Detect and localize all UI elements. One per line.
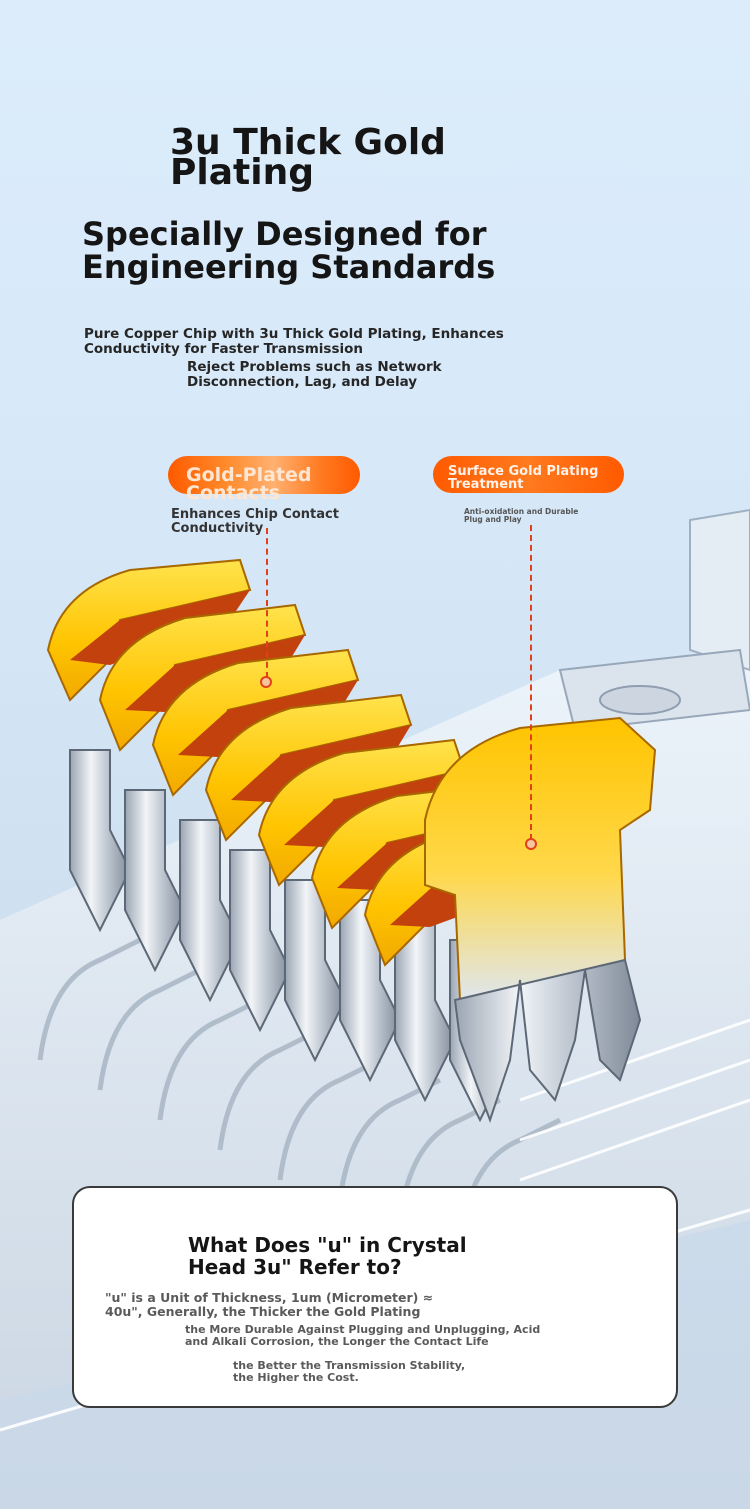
info-card-paragraph: "u" is a Unit of Thickness, 1um (Microme… — [105, 1290, 434, 1319]
leader-line — [266, 528, 268, 678]
info-card-paragraph: the More Durable Against Plugging and Un… — [185, 1323, 541, 1348]
info-card-paragraph: the Better the Transmission Stability, t… — [233, 1359, 466, 1384]
leader-line — [530, 525, 532, 840]
info-card — [72, 1186, 678, 1408]
leader-dot — [260, 676, 272, 688]
callout-badge-gold-plated-contacts: Gold-Plated Contacts — [168, 456, 360, 503]
callout-label: Gold-Plated Contacts — [186, 464, 312, 504]
callout-description-treatment: Anti-oxidation and Durable Plug and Play — [464, 507, 579, 524]
info-card-title: What Does "u" in Crystal Head 3u" Refer … — [188, 1233, 467, 1279]
subtitle-reject-problems: Reject Problems such as Network Disconne… — [187, 359, 442, 390]
callout-badge-surface-treatment: Surface Gold Plating Treatment — [433, 456, 624, 493]
leader-dot — [525, 838, 537, 850]
callout-description-contacts: Enhances Chip Contact Conductivity — [171, 507, 339, 536]
headline-gold-plating: 3u Thick Gold Plating — [170, 122, 446, 193]
callout-label: Surface Gold Plating Treatment — [448, 464, 599, 492]
headline-engineering-standards: Specially Designed for Engineering Stand… — [82, 215, 496, 286]
subtitle-copper-chip: Pure Copper Chip with 3u Thick Gold Plat… — [84, 326, 504, 357]
